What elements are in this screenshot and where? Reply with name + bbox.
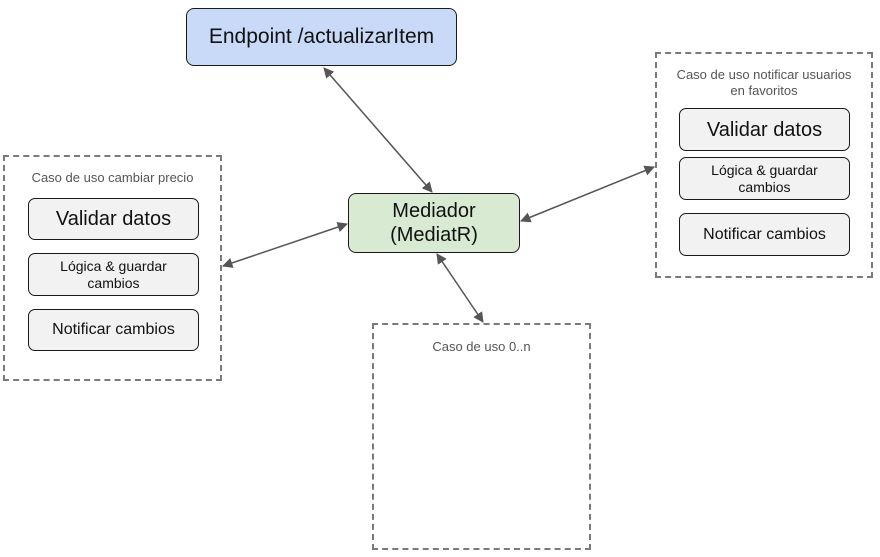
mediator-node: Mediador (MediatR) <box>348 193 520 253</box>
usecase-group-change-price: Caso de uso cambiar precio Validar datos… <box>3 155 222 381</box>
connector-mediator-right-usecase <box>520 165 655 223</box>
connector-mediator-left-usecase <box>222 222 348 268</box>
connector-endpoint-mediator <box>323 67 433 193</box>
step-label: Notificar cambios <box>703 225 826 243</box>
connector-mediator-bottom-usecase <box>436 253 484 323</box>
mediator-label-line2: (MediatR) <box>390 224 478 246</box>
step-validate-data: Validar datos <box>679 108 850 151</box>
usecase-group-title-line2: en favoritos <box>730 83 798 99</box>
step-label-line1: Lógica & guardar <box>711 161 818 178</box>
step-label-line2: cambios <box>738 178 791 195</box>
step-logic-save-changes: Lógica & guardar cambios <box>28 253 199 296</box>
step-validate-data: Validar datos <box>28 198 199 240</box>
usecase-group-title-line1: Caso de uso notificar usuarios <box>676 67 852 82</box>
step-label: Validar datos <box>706 118 823 141</box>
step-logic-save-changes: Lógica & guardar cambios <box>679 157 850 200</box>
step-label-line1: Lógica & guardar <box>60 257 167 274</box>
usecase-group-title: Caso de uso 0..n <box>432 339 531 354</box>
step-notify-changes: Notificar cambios <box>679 213 850 256</box>
step-notify-changes: Notificar cambios <box>28 309 199 351</box>
step-label: Notificar cambios <box>52 321 175 339</box>
step-label-line2: cambios <box>87 274 140 291</box>
usecase-group-notify-favorites: Caso de uso notificar usuarios en favori… <box>655 52 873 278</box>
usecase-group-title: Caso de uso cambiar precio <box>31 170 194 185</box>
usecase-group-title: Caso de uso notificar usuarios en favori… <box>657 67 871 100</box>
step-label: Validar datos <box>55 208 172 230</box>
endpoint-node: Endpoint /actualizarItem <box>186 8 457 66</box>
mediator-label-line1: Mediador <box>392 200 476 222</box>
endpoint-label: Endpoint /actualizarItem <box>208 25 435 48</box>
usecase-group-generic: Caso de uso 0..n <box>372 323 591 550</box>
